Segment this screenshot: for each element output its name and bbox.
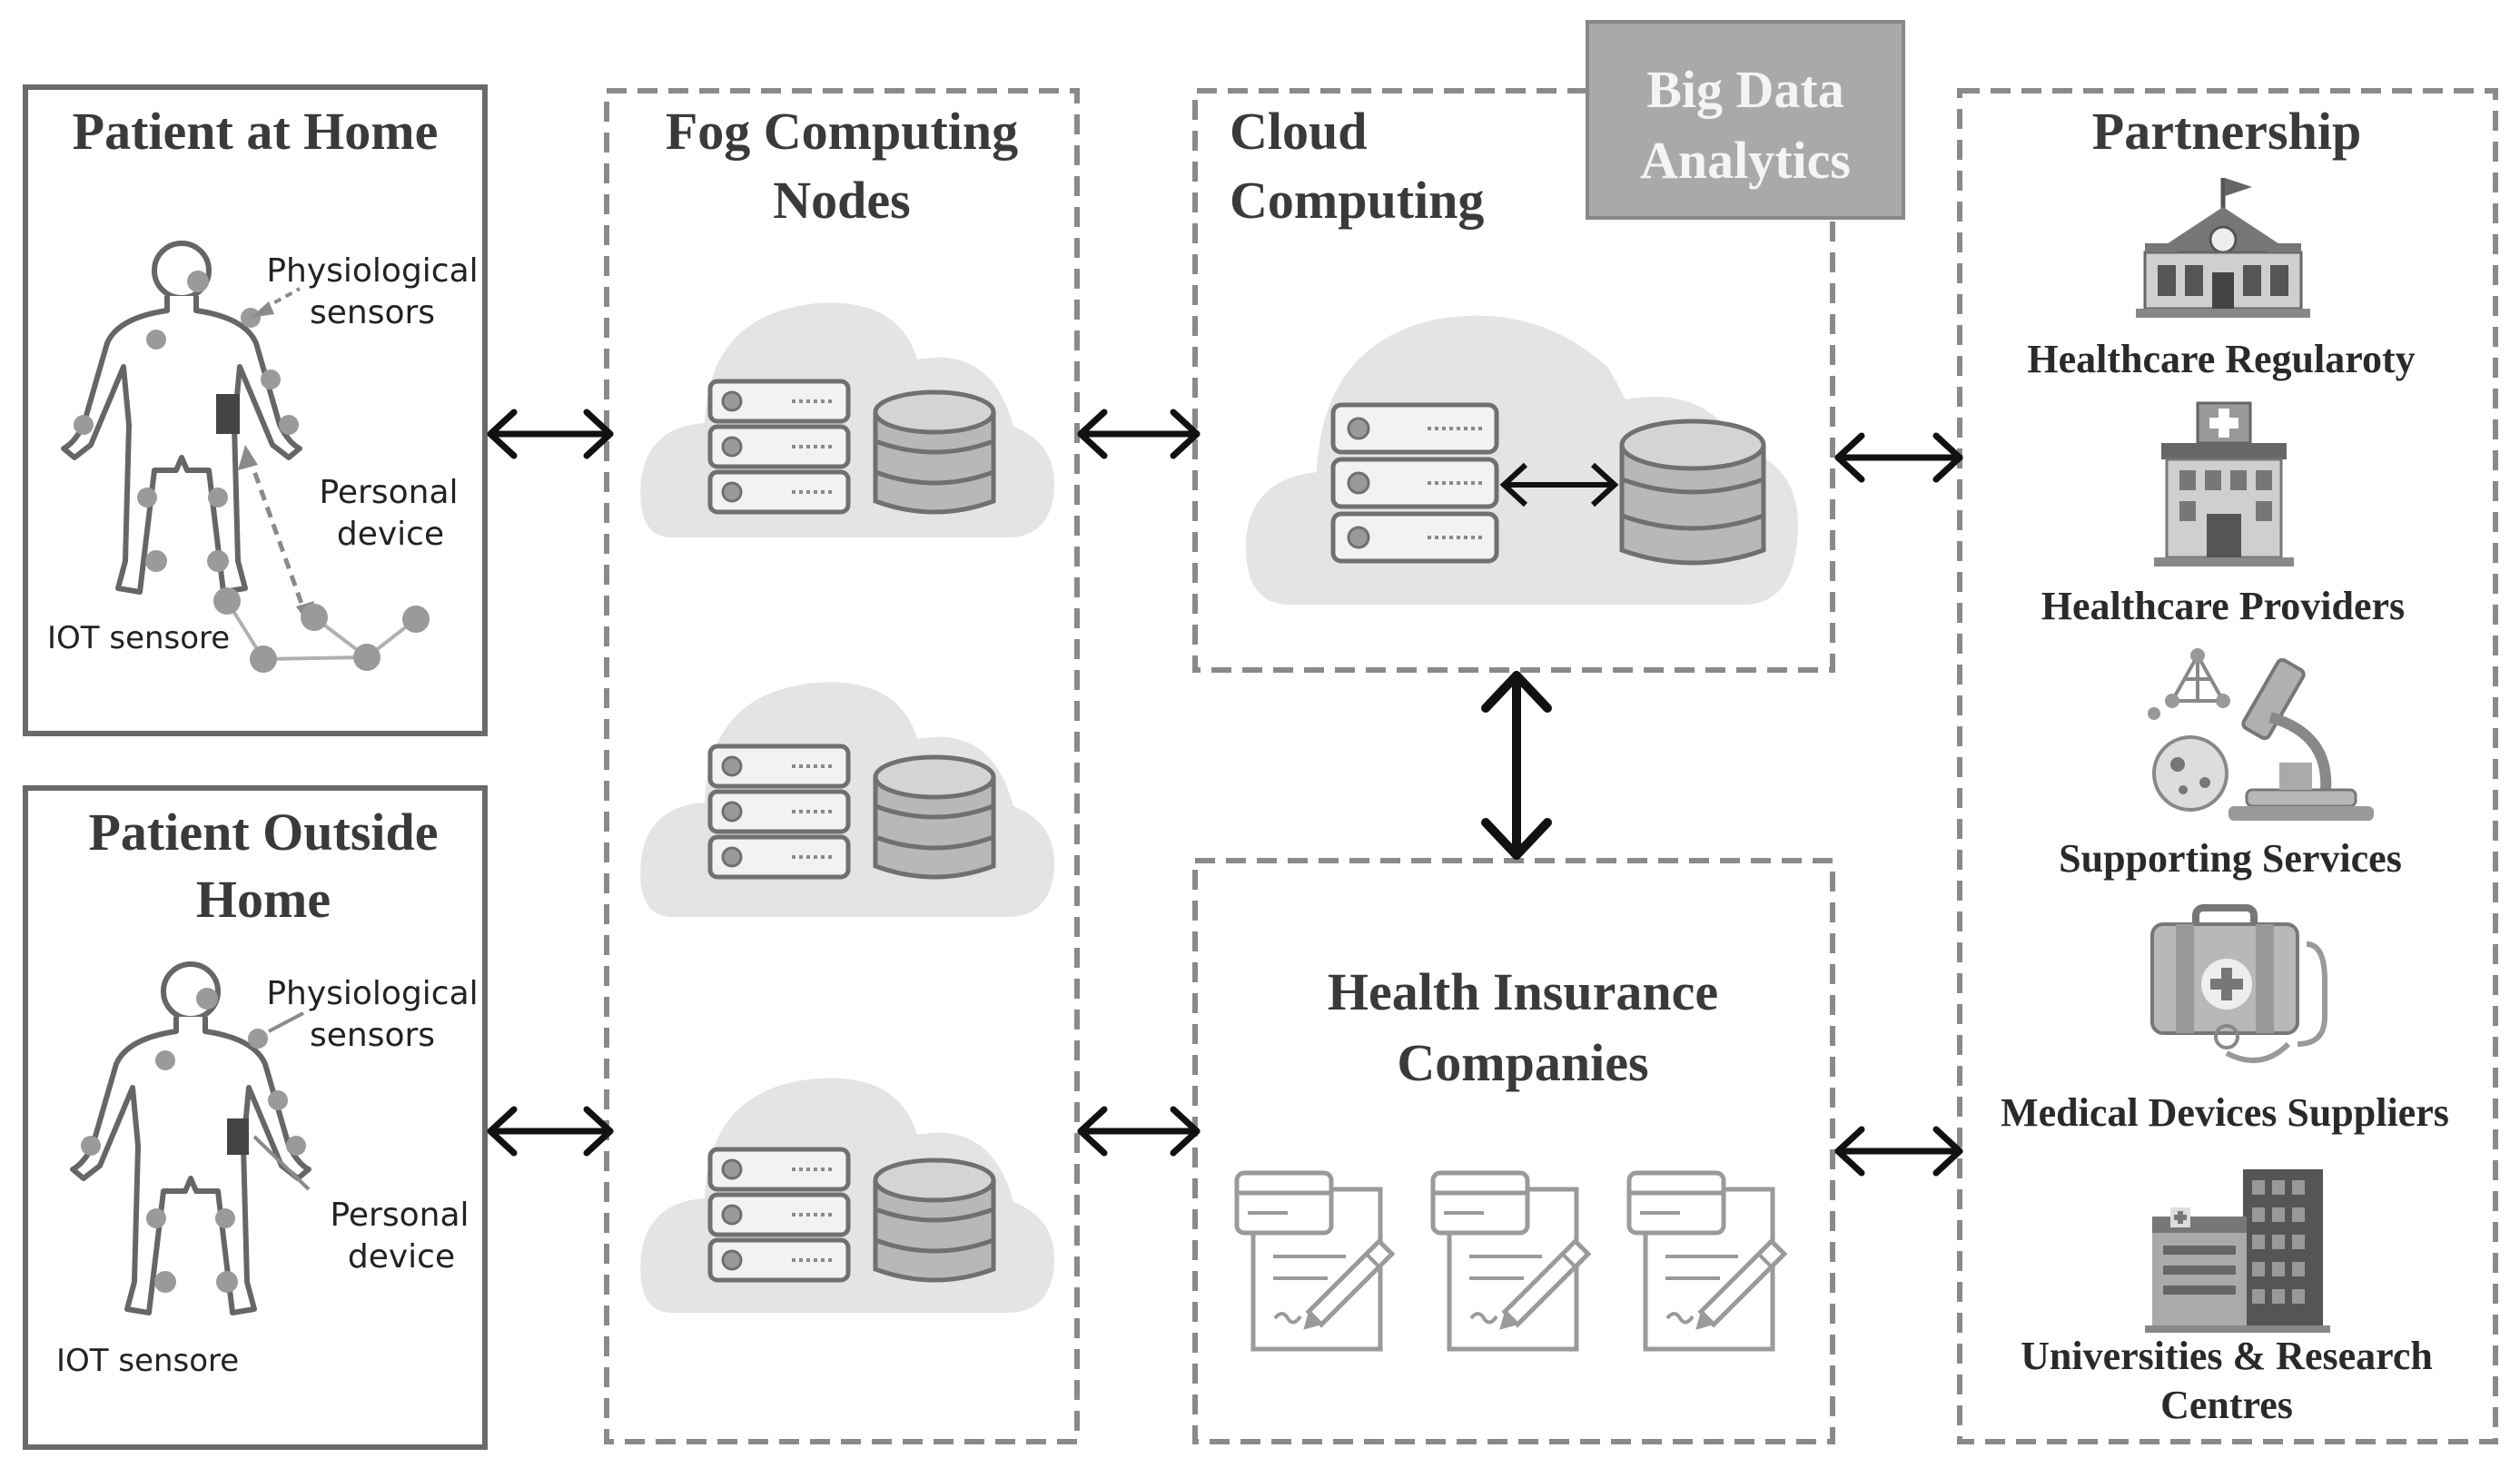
personal-device-label: Personal [330,1197,469,1234]
insurance-document-icon [1433,1173,1588,1349]
personal-device-label: Personal [319,474,458,511]
big-data-analytics-box: Big Data Analytics [1586,20,1905,220]
cloud-icon [1245,315,1798,605]
partnership-item-2: Healthcare Providers [2041,584,2405,628]
connector-arrows [487,409,1963,1177]
personal-device-icon [216,394,240,434]
microscope-icon [2148,648,2374,821]
server-database-icon [1330,402,1766,566]
physiological-sensor-dots [74,271,299,572]
physiological-sensor-dots [81,988,306,1293]
medical-kit-icon [2150,904,2327,1063]
big-data-title-2: Analytics [1640,131,1851,190]
arrow-insurance-to-partnership [1834,1126,1963,1177]
partnership-item-5-line-2: Centres [2160,1383,2293,1427]
partnership-item-3: Supporting Services [2059,836,2402,881]
physiological-sensors-label-2: sensors [310,1017,435,1054]
cloud-computing-title: Cloud [1230,102,1368,161]
office-buildings-icon [2145,1169,2330,1333]
partnership-item-4: Medical Devices Suppliers [2001,1090,2449,1135]
partnership-item-1: Healthcare Regularoty [2027,337,2415,381]
partnership-panel: Partnership Healthcare Regularoty [1957,88,2498,1444]
physiological-sensors-label: Physiological [266,975,478,1012]
server-database-arrow [1499,462,1619,507]
insurance-document-icon [1237,1173,1392,1349]
insurance-document-icon [1629,1173,1784,1349]
arrow-cloud-to-insurance [1481,671,1552,860]
fog-computing-title: Fog Computing [666,102,1018,161]
hospital-icon [2154,401,2294,567]
arrow-outside-to-fog [487,1106,614,1157]
patient-outside-home-panel: Patient Outside Home Physiological senso… [23,785,488,1450]
cloud-computing-panel: Cloud Computing [1192,88,1835,673]
arrow-fog-to-cloud [1077,409,1201,459]
big-data-title: Big Data [1646,60,1844,119]
cloud-computing-title-2: Computing [1230,171,1484,230]
iot-sensor-label: IOT sensore [47,620,230,656]
health-insurance-panel: Health Insurance Companies [1192,858,1835,1444]
personal-device-label-2: device [348,1238,455,1276]
fog-node-3 [640,1078,1055,1313]
iot-sensor-label: IOT sensore [56,1343,239,1379]
partnership-item-5: Universities & Research [2021,1334,2433,1378]
personal-device-label-2: device [337,516,444,553]
health-insurance-title: Health Insurance [1328,962,1718,1021]
patient-outside-home-title-2: Home [196,870,331,929]
patient-at-home-title: Patient at Home [73,102,439,161]
fog-computing-panel: Fog Computing Nodes [604,88,1080,1444]
fog-node-2 [640,682,1055,917]
iot-sensor-network-icon [213,587,430,673]
school-building-icon [2136,178,2310,318]
partnership-title: Partnership [2092,102,2361,161]
patient-at-home-panel: Patient at Home [23,84,488,736]
fog-node-1 [640,302,1055,537]
patient-outside-home-title: Patient Outside [88,803,438,862]
physiological-sensors-label: Physiological [266,252,478,290]
personal-device-icon [227,1118,249,1155]
arrow-cloud-to-partnership [1834,432,1963,483]
arrow-fog-to-insurance [1077,1106,1201,1157]
physiological-sensors-label-2: sensors [310,294,435,331]
arrow-home-to-fog [487,409,614,459]
health-insurance-title-2: Companies [1397,1033,1648,1092]
fog-computing-title-2: Nodes [773,171,910,230]
